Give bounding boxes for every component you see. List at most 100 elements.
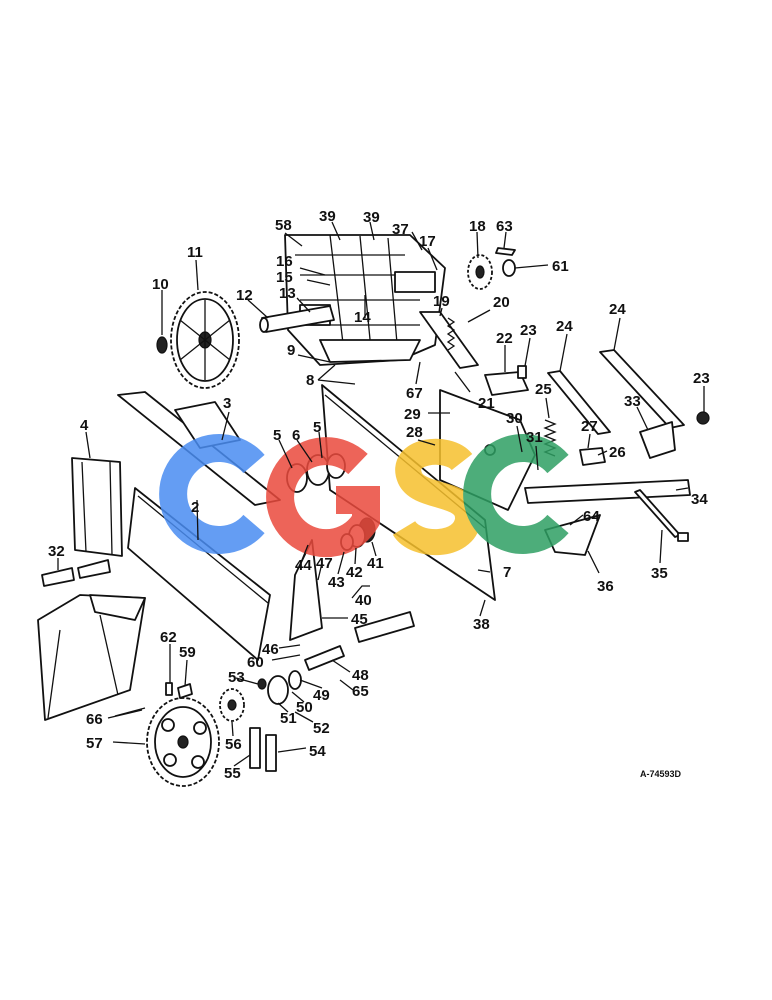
- callout-labels: 2 3 4 5 5 6 7 8 9 10 11 12 13 14 15 16 1…: [48, 208, 710, 782]
- callout-25: 25: [535, 381, 552, 398]
- tube-34: [524, 479, 691, 504]
- callout-35: 35: [651, 565, 668, 582]
- callout-43: 43: [328, 574, 345, 591]
- watermark: [159, 434, 569, 558]
- callout-59: 59: [179, 644, 196, 661]
- callout-30: 30: [506, 410, 523, 427]
- reference-code: A-74593D: [640, 769, 682, 779]
- callout-37: 37: [392, 221, 409, 238]
- bar-24-left: [547, 370, 611, 435]
- callout-8: 8: [306, 372, 314, 389]
- shaft-48: [304, 645, 345, 671]
- bracket-32-right: [77, 559, 111, 579]
- large-gear-11: [170, 291, 240, 389]
- bracket-32-left: [41, 567, 75, 587]
- bolt-23-upper: [517, 365, 527, 379]
- callout-27: 27: [581, 418, 598, 435]
- callout-31: 31: [526, 429, 543, 446]
- callout-22: 22: [496, 330, 513, 347]
- callout-3: 3: [223, 395, 231, 412]
- channel-4: [71, 457, 123, 557]
- leader-lines: [57, 221, 705, 767]
- callout-10: 10: [152, 276, 169, 293]
- key-63: [495, 247, 516, 256]
- bar-24-right: [599, 349, 685, 429]
- callout-55: 55: [224, 765, 241, 782]
- callout-66: 66: [86, 711, 103, 728]
- sprocket-57: [146, 697, 220, 787]
- tube-38: [354, 611, 415, 643]
- callout-54: 54: [309, 743, 326, 760]
- callout-17: 17: [419, 233, 436, 250]
- callout-16: 16: [276, 253, 293, 270]
- callout-33: 33: [624, 393, 641, 410]
- callout-18: 18: [469, 218, 486, 235]
- callout-21: 21: [478, 395, 495, 412]
- callout-14: 14: [354, 309, 371, 326]
- callout-39-left: 39: [319, 208, 336, 225]
- plate-19: [419, 311, 479, 369]
- sprocket-18: [467, 254, 493, 290]
- callout-65: 65: [352, 683, 369, 700]
- bearing-49: [288, 670, 302, 690]
- callout-20: 20: [493, 294, 510, 311]
- callout-41: 41: [367, 555, 384, 572]
- callout-36: 36: [597, 578, 614, 595]
- callout-15: 15: [276, 269, 293, 286]
- bearing-51: [267, 675, 289, 705]
- callout-38: 38: [473, 616, 490, 633]
- callout-44: 44: [295, 557, 312, 574]
- callout-24-left: 24: [556, 318, 573, 335]
- callout-24-right: 24: [609, 301, 626, 318]
- plate-54: [265, 734, 277, 772]
- ring-61: [502, 259, 516, 277]
- callout-5-left: 5: [273, 427, 281, 444]
- callout-67: 67: [406, 385, 423, 402]
- callout-29: 29: [404, 406, 421, 423]
- callout-64: 64: [583, 508, 600, 525]
- callout-62: 62: [160, 629, 177, 646]
- callout-23-upper: 23: [520, 322, 537, 339]
- callout-6: 6: [292, 427, 300, 444]
- hopper-lower-left: [37, 594, 146, 721]
- callout-2: 2: [191, 499, 199, 516]
- callout-13: 13: [279, 285, 296, 302]
- spring-20: [446, 317, 456, 351]
- callout-50: 50: [296, 699, 313, 716]
- callout-48: 48: [352, 667, 369, 684]
- callout-19: 19: [433, 293, 450, 310]
- callout-9: 9: [287, 342, 295, 359]
- callout-63: 63: [496, 218, 513, 235]
- callout-58: 58: [275, 217, 292, 234]
- callout-52: 52: [313, 720, 330, 737]
- callout-23-right: 23: [693, 370, 710, 387]
- callout-51: 51: [280, 710, 297, 727]
- callout-11: 11: [187, 244, 203, 261]
- bracket-33: [639, 421, 676, 459]
- callout-45: 45: [351, 611, 368, 628]
- callout-39-right: 39: [363, 209, 380, 226]
- pin-62: [165, 682, 173, 696]
- callout-7: 7: [503, 564, 511, 581]
- bracket-26: [579, 447, 606, 466]
- callout-46: 46: [262, 641, 279, 658]
- callout-34: 34: [691, 491, 708, 508]
- nut-23: [696, 411, 710, 425]
- callout-12: 12: [236, 287, 253, 304]
- callout-49: 49: [313, 687, 330, 704]
- callout-5-right: 5: [313, 419, 321, 436]
- callout-40: 40: [355, 592, 372, 609]
- sprocket-56: [219, 688, 245, 722]
- callout-26: 26: [609, 444, 626, 461]
- washer-10: [156, 336, 168, 354]
- callout-57: 57: [86, 735, 103, 752]
- callout-53: 53: [228, 669, 245, 686]
- bolt-35: [634, 489, 689, 542]
- callout-56: 56: [225, 736, 242, 753]
- plate-55: [249, 727, 261, 769]
- clip-59: [177, 683, 193, 699]
- callout-61: 61: [552, 258, 569, 275]
- callout-32: 32: [48, 543, 65, 560]
- callout-42: 42: [346, 564, 363, 581]
